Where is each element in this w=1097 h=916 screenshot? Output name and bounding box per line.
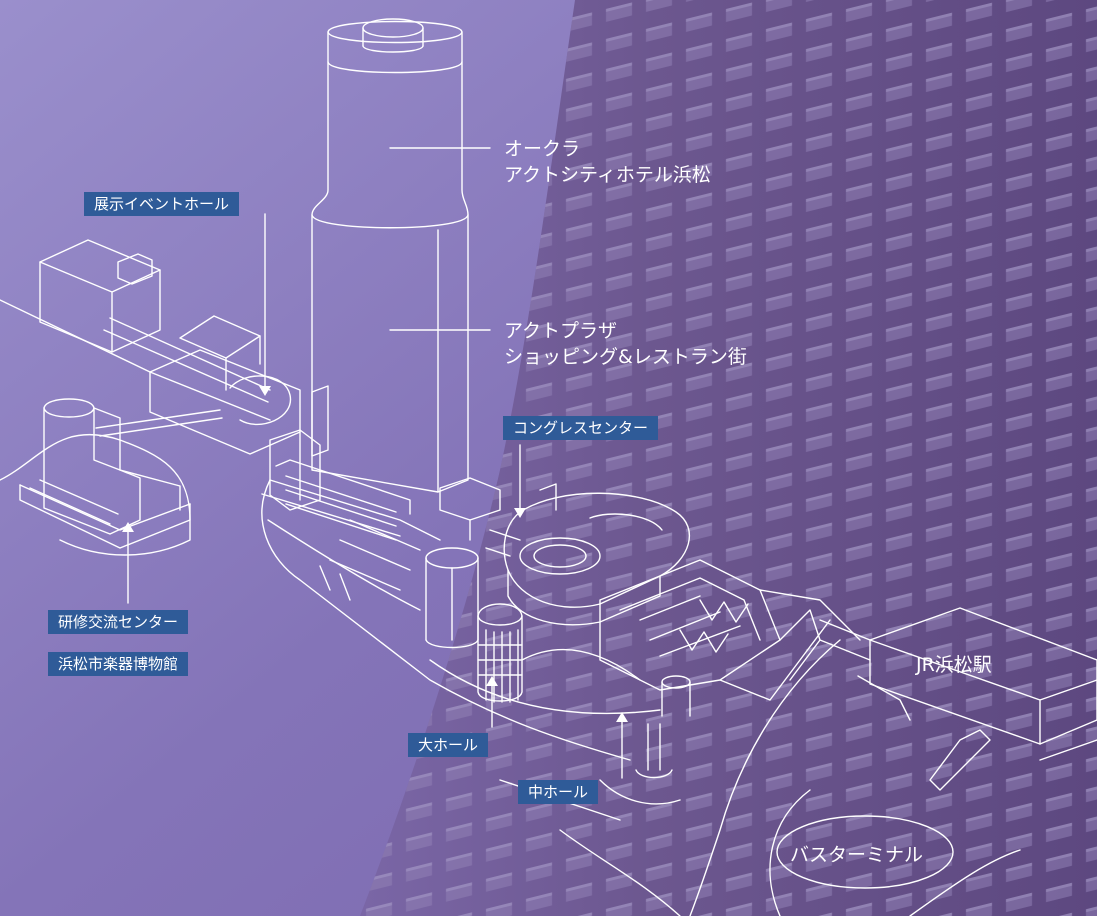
- exhibition-hall-structure: [0, 239, 329, 511]
- label-act-plaza: アクトプラザ ショッピング&レストラン街: [504, 318, 747, 370]
- arrow-large-hall: [486, 676, 498, 686]
- background-tower-windows: [360, 0, 1097, 916]
- label-bus-terminal: バスターミナル: [790, 844, 924, 866]
- central-complex: [261, 459, 631, 761]
- training-center-structure: [0, 398, 223, 556]
- label-middle-hall: 中ホール: [518, 780, 599, 804]
- label-congress-center: コングレスセンター: [503, 416, 659, 440]
- label-large-hall: 大ホール: [408, 733, 489, 757]
- label-exhibition-hall: 展示イベントホール: [84, 192, 240, 216]
- arrow-exhibition: [259, 386, 271, 396]
- label-hotel: オークラ アクトシティホテル浜松: [504, 136, 711, 188]
- label-plaza-line1: アクトプラザ: [504, 320, 618, 342]
- label-hotel-line1: オークラ: [504, 138, 581, 160]
- congress-center-structure: [485, 492, 691, 626]
- label-plaza-line2: ショッピング&レストラン街: [504, 346, 747, 368]
- arrow-congress: [514, 508, 526, 518]
- large-hall-structure: [429, 603, 661, 715]
- leader-lines: [127, 147, 623, 779]
- label-jr-station: JR浜松駅: [916, 654, 992, 676]
- label-museum: 浜松市楽器博物館: [48, 652, 189, 676]
- label-hotel-line2: アクトシティホテル浜松: [504, 164, 711, 186]
- middle-hall-structure: [599, 559, 861, 779]
- bus-terminal-oval: [776, 815, 954, 889]
- hotel-tower: [311, 18, 469, 493]
- jr-station-structure: [819, 607, 1097, 791]
- label-training-center: 研修交流センター: [48, 610, 189, 634]
- arrow-training: [122, 522, 134, 532]
- arrow-middle-hall: [616, 712, 628, 722]
